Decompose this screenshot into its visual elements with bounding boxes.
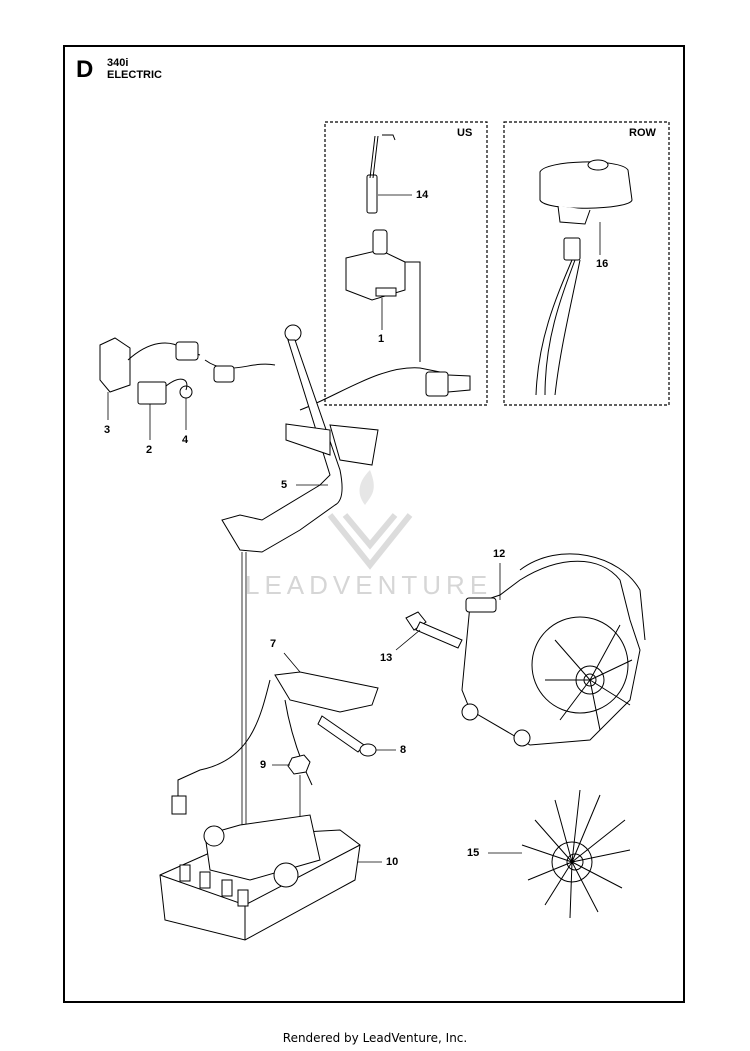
model-name: 340i [107, 57, 129, 69]
callout-3[interactable]: 3 [104, 424, 111, 436]
callout-9[interactable]: 9 [260, 759, 267, 771]
part-4-screw [179, 385, 193, 399]
callout-8[interactable]: 8 [400, 744, 407, 756]
connector-mid [213, 365, 235, 383]
diagram-frame [63, 45, 685, 1003]
leader-13 [395, 629, 421, 651]
region-row-label: ROW [629, 127, 656, 139]
row-box [503, 121, 670, 406]
callout-16[interactable]: 16 [596, 258, 609, 270]
part-13-bolt [405, 611, 463, 649]
callout-15[interactable]: 15 [467, 847, 480, 859]
part-10-module [159, 814, 361, 941]
part-14-hex-key [366, 134, 396, 214]
callout-13[interactable]: 13 [380, 652, 393, 664]
callout-1[interactable]: 1 [378, 333, 385, 345]
callout-10[interactable]: 10 [386, 856, 399, 868]
callout-4[interactable]: 4 [182, 434, 189, 446]
callout-12[interactable]: 12 [493, 548, 506, 560]
watermark-text: LEADVENTURE [245, 570, 493, 600]
part-8-screw [317, 715, 377, 757]
section-letter: D [76, 56, 94, 83]
part-2-switch [137, 381, 167, 405]
leader-7 [283, 652, 301, 673]
section-title: 340i ELECTRIC [107, 57, 162, 81]
callout-2[interactable]: 2 [146, 444, 153, 456]
part-15-fan [521, 789, 631, 919]
connector-small [175, 341, 199, 361]
watermark-logo [327, 470, 413, 570]
part-12-motor [461, 553, 646, 747]
part-5-handle [221, 324, 379, 553]
callout-14[interactable]: 14 [416, 189, 429, 201]
callout-7[interactable]: 7 [270, 638, 277, 650]
footer-credit: Rendered by LeadVenture, Inc. [282, 1031, 468, 1045]
connector-us [425, 371, 471, 397]
us-box [324, 121, 488, 406]
part-1-switch [345, 229, 406, 301]
part-9-nut [287, 754, 311, 775]
callout-5[interactable]: 5 [281, 479, 288, 491]
part-16-row-switch [535, 159, 633, 396]
part-7-connector [171, 671, 379, 815]
part-3-control [99, 337, 131, 393]
wire-small-harness [127, 342, 276, 391]
region-us-label: US [457, 127, 473, 139]
group-name: ELECTRIC [107, 69, 162, 81]
